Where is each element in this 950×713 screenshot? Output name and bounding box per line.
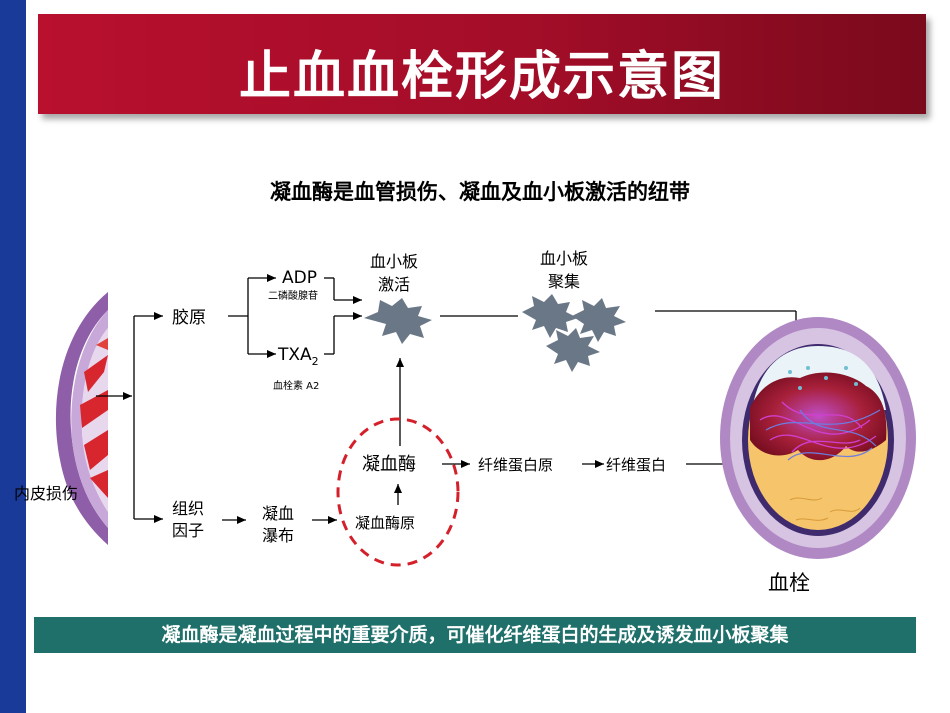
label-txa2-chinese: 血栓素 A2 [273, 379, 319, 392]
label-endothelial-injury: 内皮损伤 [14, 484, 78, 503]
label-adp-chinese: 二磷酸腺苷 [268, 289, 318, 302]
label-txa: TXA [277, 345, 312, 365]
label-platelet-activation-line2: 激活 [378, 275, 410, 294]
thrombin-highlight-circle [336, 417, 460, 567]
label-platelet-activation-line1: 血小板 [370, 252, 418, 271]
label-prothrombin: 凝血酶原 [355, 514, 415, 532]
label-cascade-line1: 凝血 [262, 504, 294, 523]
label-cascade-line2: 瀑布 [262, 526, 294, 545]
label-thrombin: 凝血酶 [362, 454, 416, 475]
label-collagen: 胶原 [172, 308, 206, 328]
platelet-icons [364, 294, 626, 372]
label-txa-subscript: 2 [312, 355, 319, 368]
vessel-wall-illustration [55, 292, 108, 545]
label-tissue-factor-line1: 组织 [172, 499, 204, 518]
aggregated-platelet-icon-2 [572, 298, 626, 342]
label-txa2: TXA2 [277, 345, 319, 368]
label-fibrinogen: 纤维蛋白原 [478, 456, 553, 474]
aggregated-platelet-icon-1 [522, 294, 578, 338]
title-banner: 止血血栓形成示意图 [38, 14, 926, 114]
thrombus-illustration [720, 317, 916, 559]
activated-platelet-icon [364, 298, 432, 344]
label-thrombus: 血栓 [768, 571, 810, 595]
label-platelet-aggregation-line2: 聚集 [548, 272, 580, 291]
left-accent-bar [0, 0, 26, 713]
diagram-subtitle: 凝血酶是血管损伤、凝血及血小板激活的纽带 [270, 180, 690, 204]
label-platelet-aggregation-line1: 血小板 [540, 249, 588, 268]
label-fibrin: 纤维蛋白 [606, 456, 666, 474]
label-tissue-factor-line2: 因子 [172, 521, 204, 540]
label-adp: ADP [282, 268, 317, 288]
page-title: 止血血栓形成示意图 [238, 47, 725, 107]
aggregated-platelet-icon-3 [546, 328, 600, 372]
footer-note-bar: 凝血酶是凝血过程中的重要介质，可催化纤维蛋白的生成及诱发血小板聚集 [34, 617, 916, 653]
